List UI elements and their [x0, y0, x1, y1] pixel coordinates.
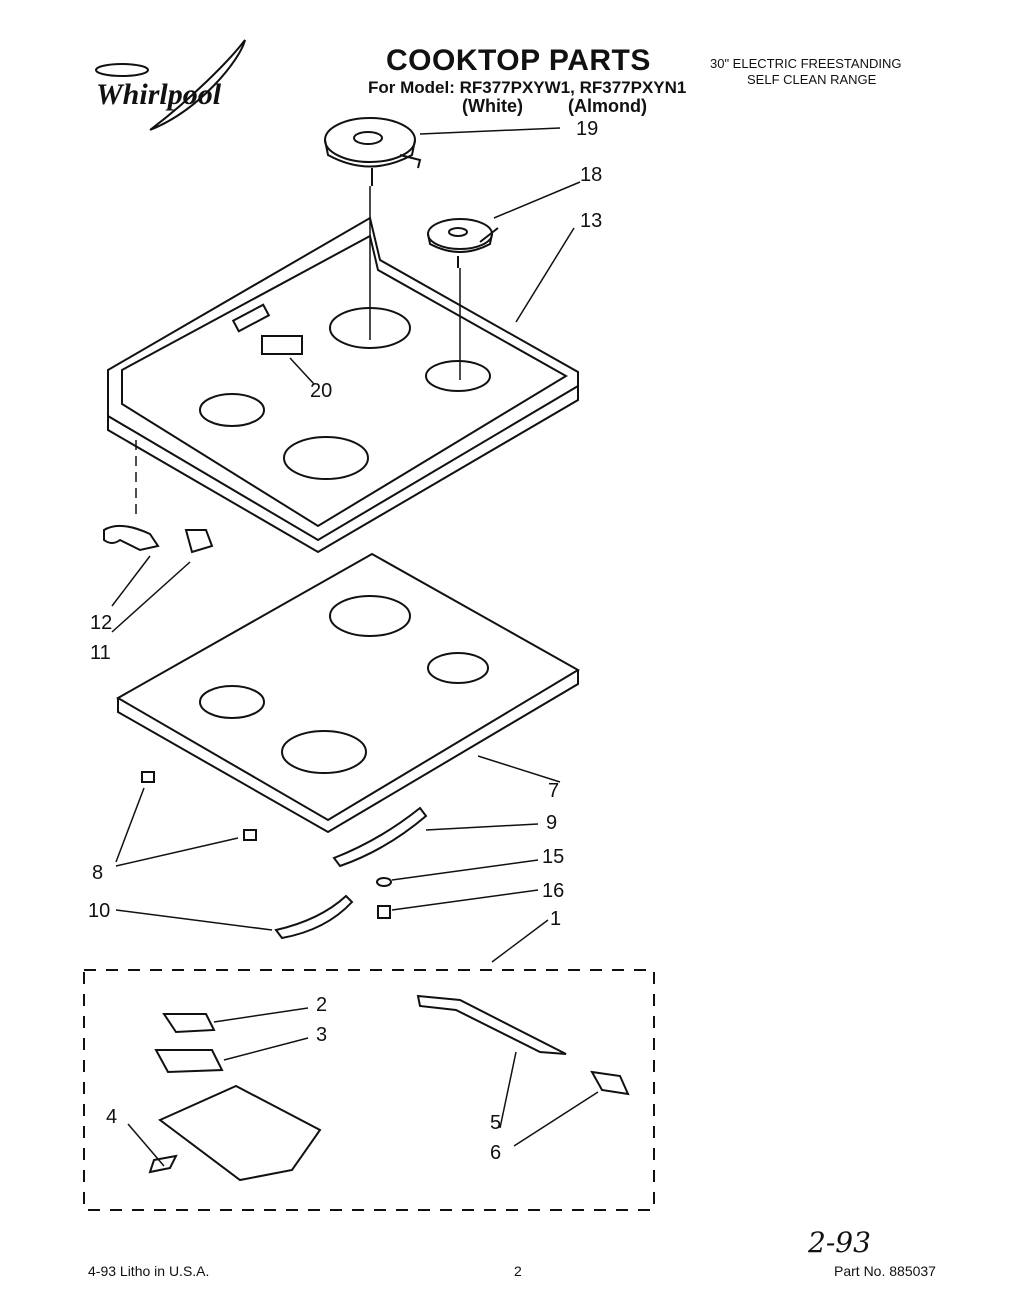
part-number: Part No. 885037 — [834, 1263, 936, 1279]
callout-1: 1 — [550, 908, 562, 930]
callout-20: 20 — [310, 380, 333, 402]
callout-19: 19 — [576, 118, 599, 140]
callout-2: 2 — [316, 994, 328, 1016]
handwritten-date: 2-93 — [808, 1226, 871, 1259]
part-10-bracket — [274, 894, 354, 940]
callout-7: 7 — [548, 780, 560, 802]
page-title: COOKTOP PARTS — [386, 44, 651, 77]
variant-labels: (White) (Almond) — [462, 96, 647, 117]
callout-16: 16 — [542, 880, 565, 902]
part-12-wire — [103, 524, 160, 552]
callout-8: 8 — [92, 862, 104, 884]
callout-6: 6 — [490, 1142, 502, 1164]
main-top — [107, 216, 579, 554]
callout-11: 11 — [90, 642, 111, 664]
part-11-clip — [184, 529, 214, 554]
surface-element-small — [427, 218, 499, 268]
callout-10: 10 — [88, 900, 111, 922]
brand-logo: Whirlpool — [96, 78, 222, 111]
part-4-clip — [148, 1154, 178, 1174]
callout-4: 4 — [106, 1106, 118, 1128]
part-6-block — [590, 1070, 630, 1096]
part-3-plate — [154, 1049, 224, 1074]
part-16-nut — [377, 905, 391, 919]
callout-13: 13 — [580, 210, 603, 232]
callout-arrows — [111, 127, 599, 1167]
callout-9: 9 — [546, 812, 558, 834]
variant-white: (White) — [462, 96, 523, 116]
product-description-2: SELF CLEAN RANGE — [747, 72, 877, 87]
variant-almond: (Almond) — [568, 96, 647, 116]
part-15-washer — [376, 877, 392, 887]
part-2-switch — [162, 1013, 216, 1034]
logo-swoosh — [95, 39, 246, 131]
lower-panel — [115, 552, 580, 834]
model-line: For Model: RF377PXYW1, RF377PXYN1 — [368, 78, 687, 97]
part-8-a — [141, 771, 155, 783]
part-8-b — [243, 829, 257, 841]
part-assembly — [158, 1084, 322, 1182]
litho-note: 4-93 Litho in U.S.A. — [88, 1263, 210, 1279]
surface-element-large — [324, 117, 422, 186]
part-5-strap — [416, 994, 567, 1055]
kit-box — [83, 969, 655, 1211]
callout-18: 18 — [580, 164, 603, 186]
callout-5: 5 — [490, 1112, 502, 1134]
callout-3: 3 — [316, 1024, 328, 1046]
product-description-1: 30" ELECTRIC FREESTANDING — [710, 56, 902, 71]
callout-15: 15 — [542, 846, 565, 868]
callout-12: 12 — [90, 612, 113, 634]
page-number: 2 — [514, 1263, 522, 1279]
part-9-bracket — [332, 806, 428, 868]
